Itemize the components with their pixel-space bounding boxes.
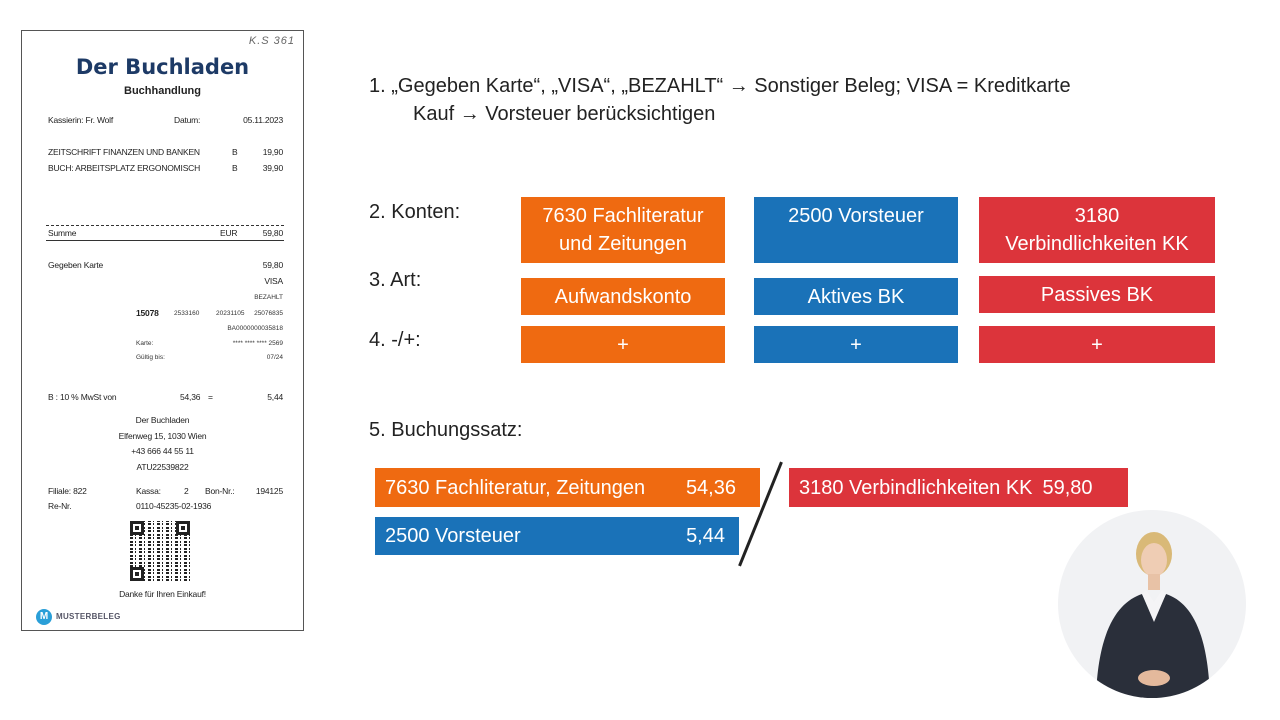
account-name-line: und Zeitungen [559,233,687,255]
paid-label: Gegeben Karte [48,260,104,270]
qr-corner [130,567,144,581]
sign-box-blue: + [754,326,958,363]
paid-status: BEZAHLT [254,294,283,301]
tx-date: 20231105 [216,310,245,317]
shop-subtitle: Buchhandlung [124,85,201,97]
re-value: 0110-45235-02-1936 [136,501,212,511]
account-box-3180: 3180 Verbindlichkeiten KK [979,197,1215,263]
entry-amount: 59,80 [1042,476,1093,499]
vat-amount: 5,44 [267,392,283,402]
art-box-aktives-bk: Aktives BK [754,278,958,315]
item-code: B [232,147,238,157]
presenter-video [1058,510,1246,698]
valid-label: Gültig bis: [136,354,165,361]
receipt: K.S 361 Der Buchladen Buchhandlung Kassi… [21,30,304,631]
item-price: 39,90 [262,163,283,173]
vat-eq: = [208,392,213,402]
sum-value: 59,80 [262,228,283,238]
account-name-line: 7630 Fachliteratur [542,205,704,227]
debit-entry-7630: 7630 Fachliteratur, Zeitungen 54,36 [375,468,760,507]
sign-value: + [1091,333,1103,356]
sign-label: 4. -/+: [369,329,421,351]
address-name: Der Buchladen [135,415,190,425]
item-name: BUCH: ARBEITSPLATZ ERGONOMISCH [48,163,201,173]
entry-account: 3180 Verbindlichkeiten KK [799,476,1033,499]
card-label: Karte: [136,340,154,347]
sum-currency: EUR [220,228,238,238]
kassa-value: 2 [184,486,189,496]
entry-account: 2500 Vorsteuer [385,525,521,547]
konten-label: 2. Konten: [369,201,461,223]
art-value: Aufwandskonto [554,285,692,308]
account-name-line: 3180 [1074,205,1120,227]
address-street: Elfenweg 15, 1030 Wien [118,431,207,441]
entry-account: 7630 Fachliteratur, Zeitungen [385,476,646,499]
point-1-line-2: Kauf → Vorsteuer berücksichtigen [413,103,716,125]
credit-entry-3180: 3180 Verbindlichkeiten KK 59,80 [789,468,1128,507]
valid-date: 07/24 [266,354,283,361]
bon-value: 194125 [255,486,283,496]
entry-amount: 54,36 [685,476,736,499]
account-name: 2500 Vorsteuer [788,205,924,227]
tx-number: 2533160 [174,310,200,317]
art-box-passives-bk: Passives BK [979,276,1215,313]
date-value: 05.11.2023 [243,115,283,125]
art-box-aufwandskonto: Aufwandskonto [521,278,725,315]
cashier: Kassierin: Fr. Wolf [48,115,114,125]
sign-box-orange: + [521,326,725,363]
shop-name: Der Buchladen [75,55,250,79]
card-type: VISA [264,276,283,286]
item-name: ZEITSCHRIFT FINANZEN UND BANKEN [48,147,200,157]
debit-entry-2500: 2500 Vorsteuer 5,44 [375,517,739,555]
card-number: **** **** **** 2569 [232,340,283,347]
point-1-line-1: 1. „Gegeben Karte“, „VISA“, „BEZAHLT“ → … [369,75,1071,97]
tx-terminal: 15078 [136,308,159,318]
account-box-2500: 2500 Vorsteuer [754,197,958,263]
divider [46,225,284,226]
tx-code: 25076835 [254,310,283,317]
kassa-label: Kassa: [136,486,161,496]
entry-amount: 5,44 [686,525,725,547]
divider [46,240,284,241]
receipt-ref: K.S 361 [248,35,295,47]
re-label: Re-Nr. [48,501,72,511]
art-label: 3. Art: [369,269,422,291]
art-value: Passives BK [1040,283,1154,306]
address-phone: +43 666 44 55 11 [131,446,194,456]
musterbeleg-logo-text: MUSTERBELEG [56,612,121,621]
musterbeleg-logo-icon: M [36,609,52,625]
sign-box-red: + [979,326,1215,363]
presenter-figure-icon [1096,532,1210,698]
qr-corner [176,521,190,535]
date-label: Datum: [174,115,201,125]
item-price: 19,90 [262,147,283,157]
sign-value: + [617,333,629,356]
sign-value: + [850,333,862,356]
bon-label: Bon-Nr.: [205,486,235,496]
vat-base: 54,36 [180,392,201,402]
art-value: Aktives BK [807,285,905,308]
account-name-line: Verbindlichkeiten KK [1005,233,1189,255]
address-uid: ATU22539822 [136,462,189,472]
sum-label: Summe [48,228,77,238]
vat-label: B : 10 % MwSt von [48,392,117,402]
tx-id: BA0000000035818 [227,325,283,332]
paid-amount: 59,80 [262,260,283,270]
thanks-text: Danke für Ihren Einkauf! [119,589,206,599]
item-code: B [232,163,238,173]
buchungssatz-label: 5. Buchungssatz: [369,419,523,441]
filiale: Filiale: 822 [48,486,87,496]
account-box-7630: 7630 Fachliteratur und Zeitungen [521,197,725,263]
qr-corner [130,521,144,535]
